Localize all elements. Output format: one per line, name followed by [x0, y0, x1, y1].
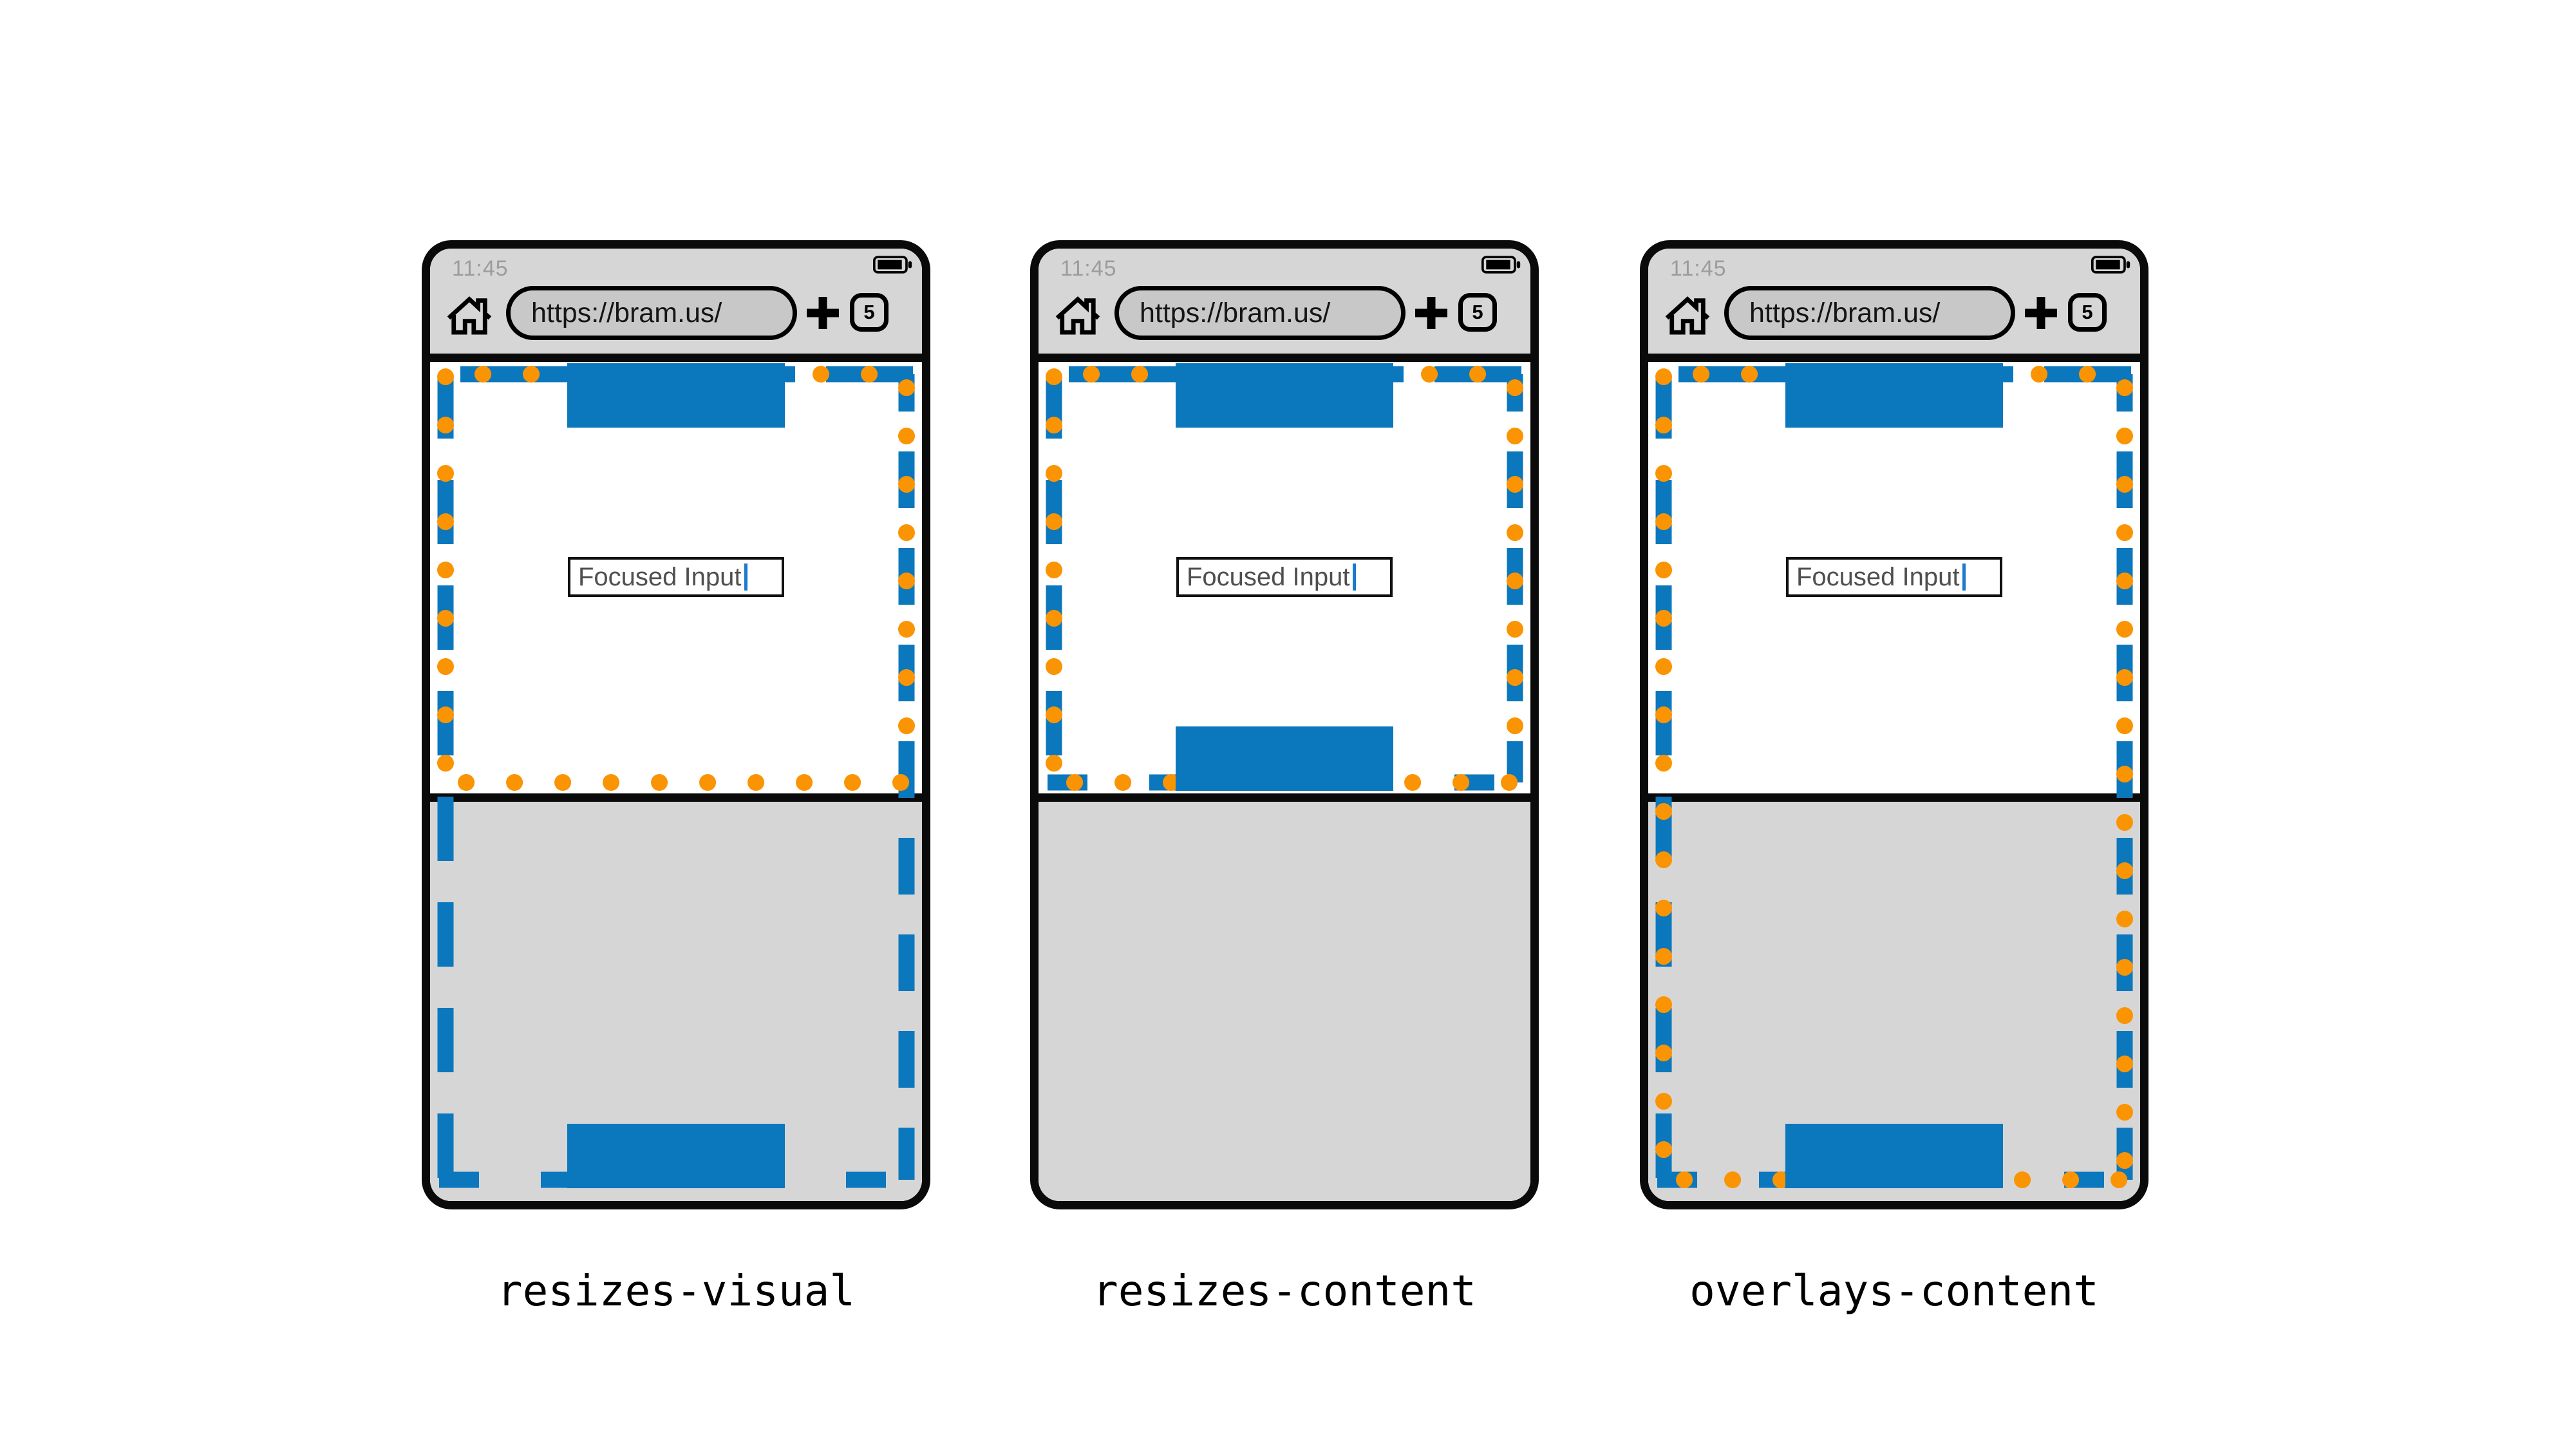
input-value: Focused Input: [578, 562, 742, 591]
home-icon[interactable]: [444, 292, 494, 335]
viewport-illustration: [437, 363, 919, 1188]
tab-counter-button[interactable]: 5: [850, 293, 888, 332]
viewport-illustration: [1655, 363, 2137, 1188]
home-icon[interactable]: [1053, 292, 1103, 335]
keyboard-divider: [1039, 793, 1530, 802]
mode-label-resizes-visual: resizes-visual: [496, 1266, 856, 1316]
battery-icon: [2091, 256, 2130, 274]
phone-mockup-resizes-content: 11:45 https://bram.us/ 5: [1030, 240, 1539, 1209]
page-footer-block: [567, 1124, 785, 1188]
text-cursor: [744, 564, 747, 591]
browser-chrome: 11:45 https://bram.us/ 5: [430, 249, 922, 354]
viewport-illustration: [1046, 363, 1527, 791]
battery-icon: [1481, 256, 1521, 274]
plus-icon[interactable]: [805, 295, 841, 331]
keyboard-divider: [1648, 793, 2140, 802]
url-text: https://bram.us/: [1140, 297, 1331, 328]
battery-icon: [873, 256, 912, 274]
tab-counter-button[interactable]: 5: [2068, 293, 2107, 332]
url-text: https://bram.us/: [1749, 297, 1941, 328]
phone-screen: 11:45 https://bram.us/ 5: [430, 249, 922, 1201]
input-value: Focused Input: [1187, 562, 1350, 591]
virtual-keyboard-area: [1039, 802, 1530, 1201]
url-bar[interactable]: https://bram.us/: [1114, 286, 1406, 340]
page-footer-block: [1176, 726, 1393, 791]
page-content: Focused Input: [1648, 362, 2140, 1201]
page-header-block: [1785, 363, 2003, 428]
page-footer-block: [1785, 1124, 2003, 1188]
tab-counter-button[interactable]: 5: [1458, 293, 1497, 332]
page-header-block: [1176, 363, 1393, 428]
focused-input[interactable]: Focused Input: [568, 557, 784, 597]
focused-input[interactable]: Focused Input: [1176, 557, 1393, 597]
phone-screen: 11:45 https://bram.us/ 5: [1648, 249, 2140, 1201]
mode-label-resizes-content: resizes-content: [1092, 1266, 1477, 1316]
url-text: https://bram.us/: [531, 297, 722, 328]
page-content: Focused Input: [430, 362, 922, 1201]
input-value: Focused Input: [1796, 562, 1960, 591]
url-bar[interactable]: https://bram.us/: [1724, 286, 2015, 340]
phone-screen: 11:45 https://bram.us/ 5: [1039, 249, 1530, 1201]
keyboard-divider: [430, 793, 922, 802]
page-content: Focused Input: [1039, 362, 1530, 1201]
chrome-divider: [1039, 354, 1530, 362]
url-bar[interactable]: https://bram.us/: [506, 286, 797, 340]
page-header-block: [567, 363, 785, 428]
focused-input[interactable]: Focused Input: [1786, 557, 2002, 597]
browser-chrome: 11:45 https://bram.us/ 5: [1648, 249, 2140, 354]
plus-icon[interactable]: [2023, 295, 2059, 331]
status-time: 11:45: [1060, 256, 1117, 281]
phone-mockup-resizes-visual: 11:45 https://bram.us/ 5: [422, 240, 930, 1209]
status-time: 11:45: [452, 256, 509, 281]
chrome-divider: [1648, 354, 2140, 362]
phone-mockup-overlays-content: 11:45 https://bram.us/ 5: [1640, 240, 2148, 1209]
home-icon[interactable]: [1662, 292, 1713, 335]
chrome-divider: [430, 354, 922, 362]
mode-label-overlays-content: overlays-content: [1689, 1266, 2099, 1316]
browser-chrome: 11:45 https://bram.us/ 5: [1039, 249, 1530, 354]
text-cursor: [1962, 564, 1966, 591]
plus-icon[interactable]: [1413, 295, 1449, 331]
text-cursor: [1352, 564, 1356, 591]
status-time: 11:45: [1670, 256, 1727, 281]
